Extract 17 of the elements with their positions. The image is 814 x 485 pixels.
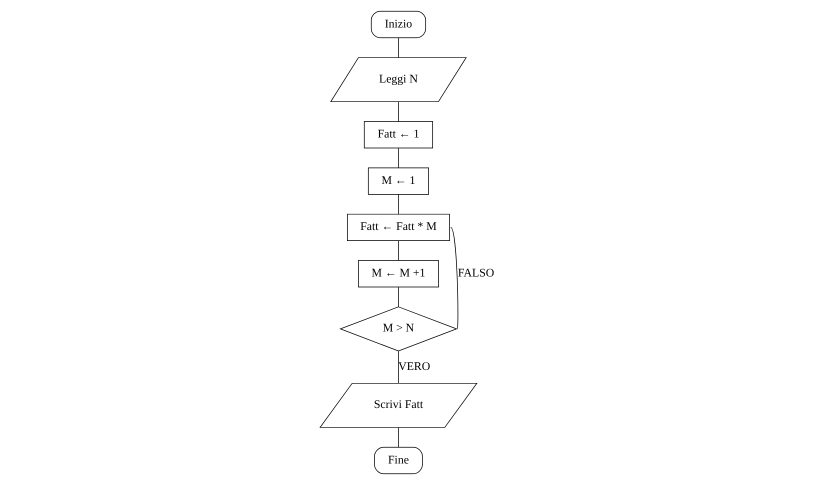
node-box: Fatt ← 1 — [364, 121, 434, 148]
node-box: M ← 1 — [368, 168, 429, 195]
connector — [398, 38, 399, 58]
node-diamond: M > N — [339, 306, 458, 352]
node-box: Fine — [374, 446, 423, 474]
connector — [450, 227, 458, 330]
connector — [398, 350, 399, 384]
connector — [398, 427, 399, 448]
connector — [398, 240, 399, 261]
connector — [398, 102, 399, 122]
connector — [398, 194, 399, 214]
connector — [398, 148, 399, 168]
node-box: M ← M +1 — [358, 260, 439, 288]
connector — [398, 286, 399, 308]
node-box: Inizio — [370, 10, 426, 38]
edge-label: FALSO — [458, 266, 494, 280]
node-box: Fatt ← Fatt * M — [347, 214, 450, 242]
